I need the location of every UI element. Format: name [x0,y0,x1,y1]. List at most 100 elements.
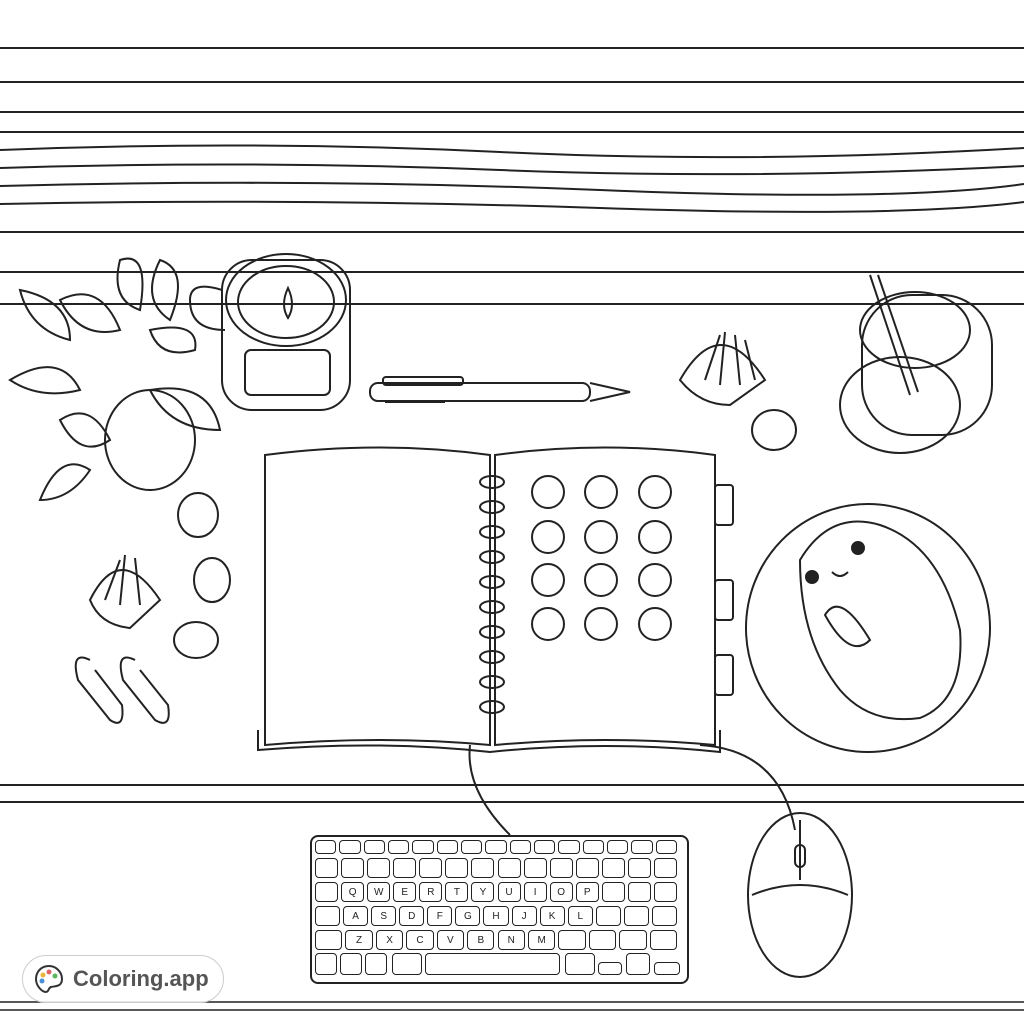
key[interactable] [315,858,339,878]
key[interactable] [393,858,417,878]
key[interactable] [365,953,387,975]
key[interactable] [558,930,586,950]
key[interactable] [598,962,622,975]
coloring-app-badge[interactable]: Coloring.app [22,955,224,1003]
key[interactable] [485,840,507,854]
key[interactable]: S [371,906,397,926]
key[interactable]: V [436,930,465,950]
badge-label: Coloring.app [73,966,209,991]
notebook-icon [257,446,734,754]
key[interactable] [534,840,556,854]
plant-icon [8,257,222,502]
key[interactable] [588,930,617,950]
key[interactable]: O [549,882,573,902]
mouse-icon [747,812,853,978]
key[interactable] [509,840,531,854]
keyboard-cable [468,744,511,836]
key[interactable] [340,953,362,975]
habit-circles [531,475,672,641]
key[interactable]: D [399,906,425,926]
key[interactable] [649,930,677,950]
pebble-icon [177,492,219,538]
key[interactable] [582,840,604,854]
key[interactable]: F [427,906,453,926]
key[interactable] [315,906,341,926]
key[interactable]: I [523,882,547,902]
wall-stripes [0,47,1024,305]
key[interactable] [565,953,595,975]
key[interactable]: Y [471,882,495,902]
key[interactable]: A [343,906,369,926]
key[interactable] [315,953,337,975]
key[interactable]: R [419,882,443,902]
candle-mug-icon [188,253,351,411]
spiral-rings [479,475,505,714]
key[interactable] [549,858,573,878]
key[interactable] [619,930,647,950]
key[interactable] [651,906,677,926]
key[interactable]: H [483,906,509,926]
seashell-icon [88,554,162,630]
key[interactable] [653,858,677,878]
key[interactable] [341,858,365,878]
key[interactable]: K [539,906,565,926]
key[interactable] [631,840,653,854]
key[interactable]: M [527,930,556,950]
mouse-cable [699,744,796,831]
key[interactable]: Q [341,882,365,902]
key[interactable] [339,840,361,854]
key[interactable] [363,840,385,854]
key[interactable] [315,840,337,854]
key[interactable]: W [367,882,391,902]
key[interactable] [523,858,547,878]
key[interactable]: E [393,882,417,902]
key[interactable] [419,858,443,878]
key[interactable] [471,858,495,878]
key[interactable]: N [497,930,525,950]
key[interactable]: U [497,882,521,902]
key[interactable] [558,840,580,854]
key[interactable] [497,858,521,878]
pen-icon [369,376,631,403]
rope-border [0,1001,1024,1011]
key[interactable] [595,906,621,926]
palette-icon [34,964,64,994]
key[interactable] [367,858,391,878]
key[interactable]: P [575,882,599,902]
key[interactable] [412,840,434,854]
key[interactable] [627,882,651,902]
key[interactable] [461,840,483,854]
key[interactable] [388,840,410,854]
key[interactable] [623,906,649,926]
key[interactable] [315,930,343,950]
key[interactable]: L [567,906,593,926]
key[interactable] [601,882,625,902]
key[interactable] [654,962,680,975]
key[interactable] [436,840,458,854]
key[interactable]: X [375,930,404,950]
pen-holder-icon [839,274,993,454]
key[interactable]: Z [345,930,373,950]
key[interactable] [626,953,650,975]
key[interactable]: B [467,930,495,950]
key[interactable]: G [455,906,481,926]
key[interactable] [575,858,599,878]
otter-plate-icon [745,503,991,753]
key[interactable] [315,882,339,902]
key[interactable] [445,858,469,878]
key[interactable] [655,840,677,854]
key[interactable] [425,953,560,975]
key[interactable] [627,858,651,878]
seashell-icon [678,331,767,407]
key[interactable] [392,953,422,975]
key[interactable] [653,882,677,902]
key[interactable]: J [511,906,537,926]
paperclip-icon [74,656,124,724]
key[interactable]: C [406,930,434,950]
key[interactable]: T [445,882,469,902]
key[interactable] [601,858,625,878]
pebble-icon [173,621,219,659]
pebble-icon [751,409,797,451]
key[interactable] [607,840,629,854]
